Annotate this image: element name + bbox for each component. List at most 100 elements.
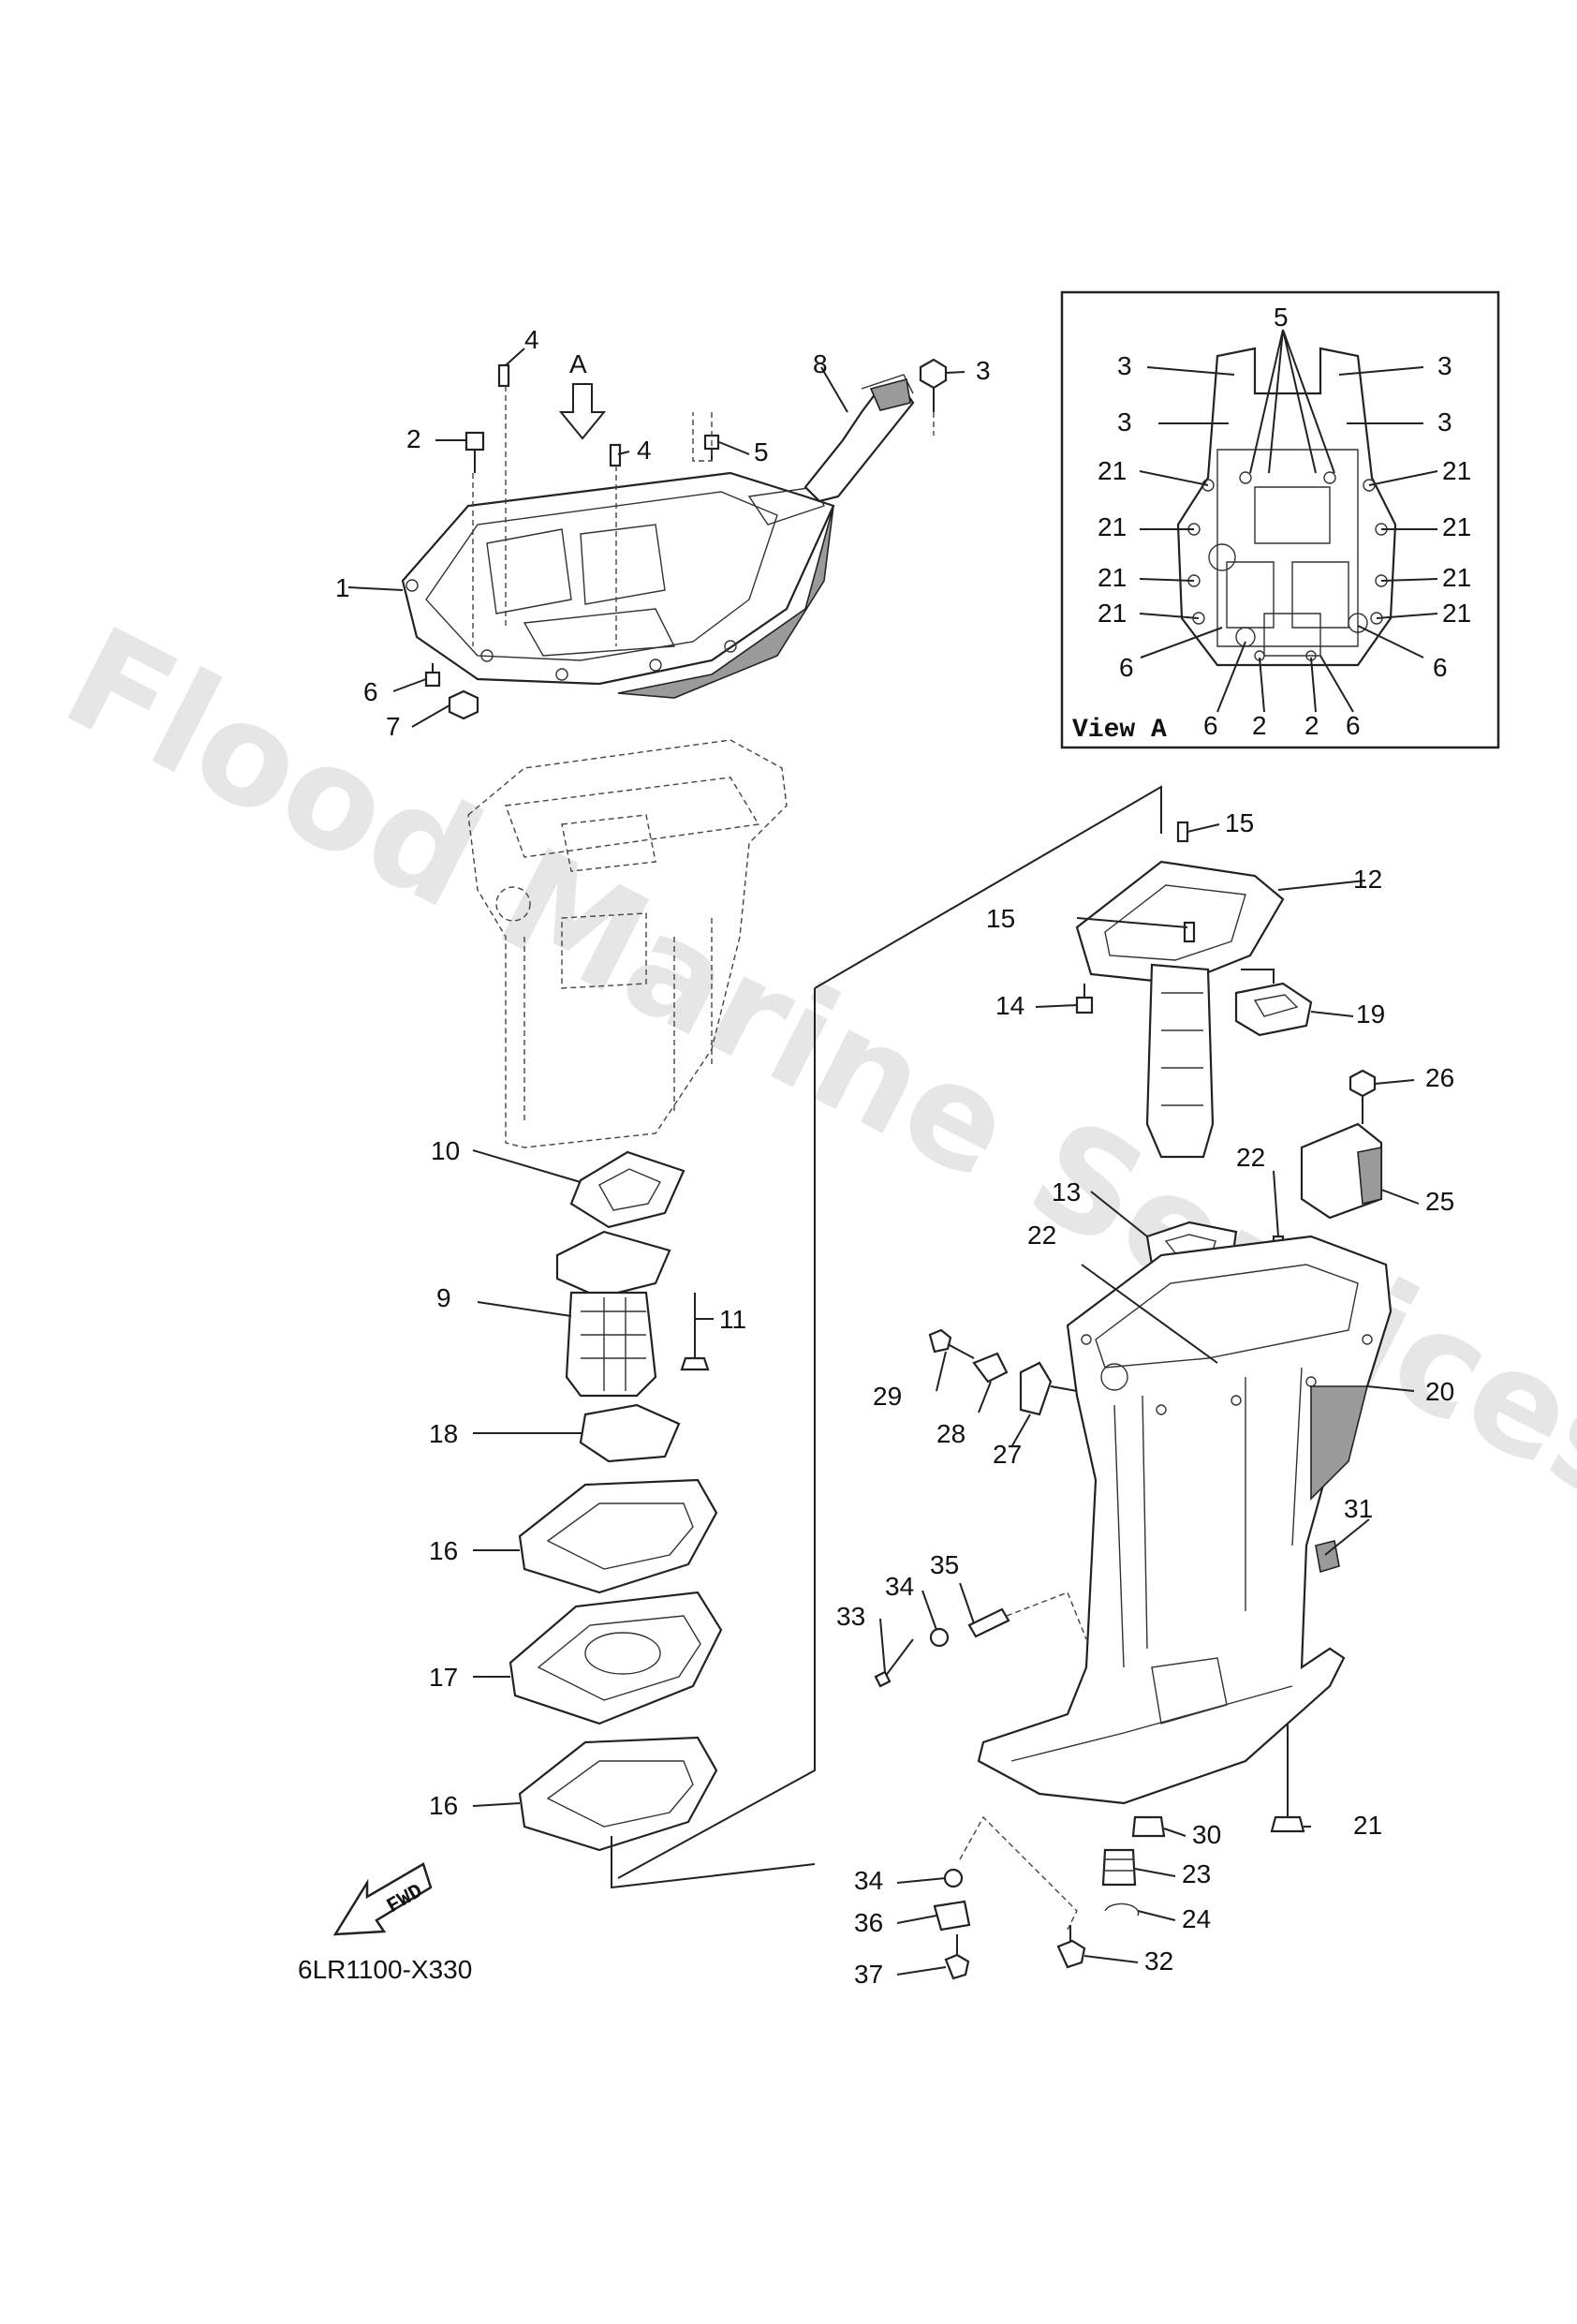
part-6-bolt	[424, 663, 441, 688]
inset-callout-6: 6	[1203, 711, 1218, 740]
part-37-bolt	[944, 1934, 970, 1980]
left-column-parts: 10 9 11 18 16 17 16	[429, 1136, 816, 1889]
callout-35: 35	[930, 1550, 959, 1579]
inset-callout-21: 21	[1442, 512, 1471, 541]
callout-12: 12	[1353, 865, 1382, 894]
callout-23: 23	[1182, 1859, 1211, 1888]
view-direction-label: A	[569, 349, 587, 378]
inset-callout-5: 5	[1274, 303, 1289, 332]
callout-34: 34	[854, 1866, 883, 1895]
callout-9: 9	[436, 1283, 451, 1312]
callout-29: 29	[873, 1382, 902, 1411]
part-34-grommet-lower	[943, 1868, 964, 1888]
part-7-plug	[448, 689, 479, 720]
part-27-fitting	[1019, 1361, 1078, 1416]
part-36-bracket	[933, 1900, 971, 1932]
inset-callout-21: 21	[1442, 599, 1471, 628]
callout-19: 19	[1356, 999, 1385, 1029]
callout-4: 4	[524, 325, 539, 354]
inset-callout-3: 3	[1437, 407, 1452, 437]
callout-7: 7	[386, 712, 401, 741]
view-direction-arrow	[558, 383, 607, 440]
view-a-inset: View A 5 3 3 3 3 21 21 21 21 21 21 21 21…	[1060, 290, 1500, 749]
callout-36: 36	[854, 1908, 883, 1937]
part-8-exhaust-tube	[803, 380, 915, 503]
part-2-bolt	[464, 431, 485, 473]
callout-25: 25	[1425, 1187, 1454, 1216]
callout-5: 5	[754, 437, 769, 466]
upper-plate-group: A	[335, 325, 991, 741]
part-9-exhaust-guide	[555, 1230, 671, 1398]
inset-caption: View A	[1072, 716, 1167, 745]
callout-15: 15	[1225, 808, 1254, 837]
diagram-code: 6LR1100-X330	[298, 1955, 472, 1984]
part-28-gasket	[972, 1352, 1009, 1384]
part-21-long-bolt	[1270, 1724, 1305, 1833]
callout-11: 11	[719, 1305, 746, 1334]
part-5-bolt	[703, 434, 720, 461]
callout-27: 27	[993, 1440, 1022, 1469]
inset-leaders	[1139, 329, 1438, 713]
callout-18: 18	[429, 1419, 458, 1448]
inset-callout-3: 3	[1437, 351, 1452, 380]
part-20-lower-casing	[977, 1235, 1393, 1805]
part-24-circlip	[1104, 1902, 1140, 1917]
group-bracket	[617, 785, 1162, 1879]
callout-2: 2	[406, 424, 421, 453]
callout-16: 16	[429, 1536, 458, 1565]
fwd-arrow: FWD	[332, 1862, 433, 1936]
inset-callout-21: 21	[1098, 563, 1127, 592]
part-35-pin	[967, 1591, 1087, 1640]
right-column-parts: 15 12 15 14 19 26 25 13 22 22 20 29 28 2…	[836, 808, 1454, 1989]
callout-16: 16	[429, 1791, 458, 1820]
callout-22: 22	[1027, 1221, 1056, 1250]
callout-31: 31	[1344, 1494, 1373, 1523]
part-33-stud	[874, 1638, 914, 1688]
callout-10: 10	[431, 1136, 460, 1165]
callout-20: 20	[1425, 1377, 1454, 1406]
part-4-dowel	[497, 363, 622, 467]
callout-32: 32	[1144, 1947, 1173, 1976]
part-12-shaft-housing	[1145, 963, 1215, 1159]
callout-33: 33	[836, 1602, 865, 1631]
part-19-seal	[1234, 982, 1313, 1037]
callout-13: 13	[1052, 1177, 1081, 1206]
callout-30: 30	[1192, 1820, 1221, 1849]
part-14-bolt	[1075, 984, 1094, 1014]
part-18-seal	[579, 1403, 681, 1463]
part-10-gasket	[569, 1150, 685, 1229]
callout-37: 37	[854, 1960, 883, 1989]
inset-callout-21: 21	[1098, 599, 1127, 628]
part-29-bolt	[928, 1328, 975, 1359]
callout-1: 1	[335, 573, 350, 602]
part-3-bolt	[919, 358, 948, 412]
part-12-upper-plate	[1075, 860, 1285, 985]
callout-34: 34	[885, 1572, 914, 1601]
part-15-dowel	[1176, 821, 1189, 843]
callout-28: 28	[936, 1419, 965, 1448]
inset-callout-6: 6	[1346, 711, 1361, 740]
part-15-dowel	[1183, 921, 1196, 943]
inset-callout-21: 21	[1098, 512, 1127, 541]
part-23-bushing	[1101, 1848, 1137, 1887]
callout-15: 15	[986, 904, 1015, 933]
callout-6: 6	[363, 677, 378, 706]
callout-22: 22	[1236, 1143, 1265, 1172]
part-11-bolt	[680, 1293, 710, 1371]
inset-callout-3: 3	[1117, 407, 1132, 437]
part-32-bolt	[1056, 1925, 1086, 1969]
callout-17: 17	[429, 1663, 458, 1692]
inset-callout-21: 21	[1442, 456, 1471, 485]
callout-26: 26	[1425, 1063, 1454, 1092]
part-17-plate	[508, 1591, 723, 1725]
inset-callout-21: 21	[1098, 456, 1127, 485]
callout-14: 14	[995, 991, 1024, 1020]
callout-3: 3	[976, 356, 991, 385]
part-16-gasket-lower	[518, 1736, 718, 1852]
inset-callout-6: 6	[1119, 653, 1134, 682]
inset-callout-2: 2	[1252, 711, 1267, 740]
callout-24: 24	[1182, 1904, 1211, 1933]
part-1-upper-plate	[401, 471, 835, 686]
part-16-gasket	[518, 1478, 718, 1594]
